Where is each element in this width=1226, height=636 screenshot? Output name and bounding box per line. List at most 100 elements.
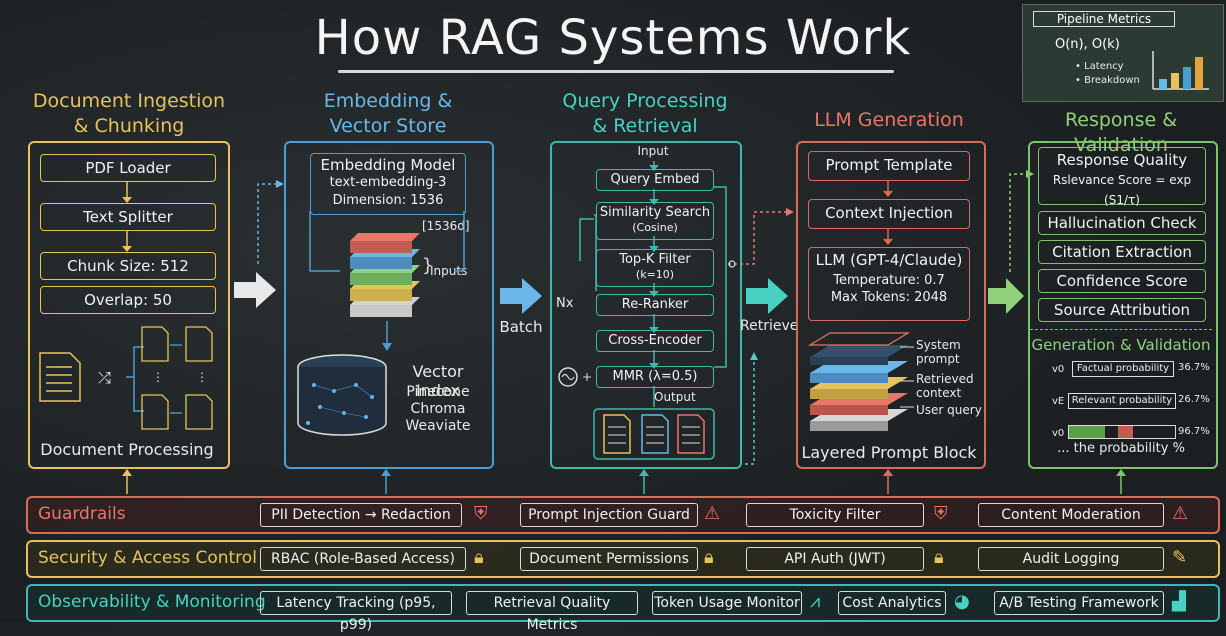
vector-layers-icon [350,233,420,317]
document-icon [39,352,81,402]
source-attribution-box: Source Attribution [1038,298,1206,322]
svg-text:}: } [422,255,433,276]
svg-text:⋮: ⋮ [152,370,164,384]
llm-title: LLM Generation [814,109,964,131]
embedding-model-box: Embedding Model text-embedding-3 Dimensi… [310,153,466,215]
warning-icon: ⚠ [704,503,721,524]
security-label: Security & Access Control [38,548,257,568]
prob-symbol-0: v0 [1052,364,1065,375]
prob-value-1: 26.7% [1178,394,1210,405]
svg-text:+: + [582,370,592,384]
observability-band: Observability & Monitoring Latency Track… [26,584,1220,633]
mmr-cycle-icon: + [558,367,592,387]
overlap-box: Overlap: 50 [40,286,216,314]
response-divider [1030,329,1212,330]
title-underline [338,70,894,73]
prob-bar-2 [1068,425,1176,439]
chunk-size-box: Chunk Size: 512 [40,252,216,280]
prob-value-0: 36.7% [1178,362,1210,373]
nx-label: Nx [556,296,574,311]
metrics-item-latency: • Latency [1075,61,1124,72]
layer-label-context: Retrieved context [916,372,974,400]
hallucination-check-box: Hallucination Check [1038,211,1206,235]
guardrails-band: Guardrails PII Detection → Redaction ⛨ P… [26,496,1220,534]
flow-arrow-retrieve [746,278,788,314]
embedding-graphics: } [297,211,465,436]
query-panel [550,141,742,469]
dotted-connector-1 [257,180,284,264]
document-permissions-chip: Document Permissions [520,547,698,571]
citation-extraction-box: Citation Extraction [1038,240,1206,264]
cost-analytics-chip: Cost Analytics [838,591,946,615]
llm-panel [796,141,986,469]
probability-list: v0 Factual probability 36.7% vE Relevant… [1034,358,1210,448]
dim-tag: [1536d] [422,219,470,233]
observability-label: Observability & Monitoring [38,592,266,612]
pdf-loader-box: PDF Loader [40,154,216,182]
lock-icon: 🔒︎ [474,547,484,568]
retrieve-dotted-connectors [728,208,794,465]
bar-chart-icon: ▟ [1172,591,1186,612]
security-band: Security & Access Control RBAC (Role-Bas… [26,540,1220,578]
output-docs-box [593,408,715,460]
batch-label: Batch [499,318,543,336]
ingestion-footer: Document Processing [40,440,214,459]
bar-chart-icon [1152,51,1209,90]
api-auth-chip: API Auth (JWT) [746,547,924,571]
retrieval-quality-chip: Retrieval Quality Metrics [466,591,638,633]
vector-index-title: Vector Index [412,362,464,400]
metrics-complexity: O(n), O(k) [1055,37,1120,52]
context-injection-box: Context Injection [808,199,970,229]
prompt-injection-chip: Prompt Injection Guard [520,503,698,527]
prob-symbol-1: vE [1052,396,1065,407]
text-splitter-box: Text Splitter [40,203,216,231]
prob-value-2: 96.7% [1178,426,1210,437]
layer-label-query: User query [916,403,982,417]
embedding-panel [284,141,494,469]
latency-tracking-chip: Latency Tracking (p95, p99) [260,591,452,633]
flow-arrow-batch [500,278,542,314]
embedding-title: Embedding &Vector Store [323,90,453,137]
output-doc-icons [603,414,705,454]
flow-arrow-4 [988,278,1024,314]
svg-text:⋮: ⋮ [196,370,208,384]
response-quality-box: Response Quality Rslevance Score = exp (… [1038,147,1206,207]
prob-label-1: Relevant probability [1068,393,1176,409]
inputs-label: Inputs [430,264,468,278]
metrics-card: Pipeline Metrics O(n), O(k) • Latency • … [1022,4,1224,102]
pie-chart-icon: ◕ [954,591,970,612]
ingestion-graphics: ⤮ ⋮ ⋮ [39,181,213,430]
shield-icon: ⛨ [934,503,948,524]
guardrails-label: Guardrails [38,504,126,524]
lock-icon: 🔒︎ [704,547,714,568]
gen-validation-title: Generation & Validation [1031,336,1211,354]
ingestion-title: Document Ingestion& Chunking [32,90,226,137]
retrieve-label: Retrieve [740,318,799,334]
pii-detection-chip: PII Detection → Redaction [260,503,462,527]
flow-arrow-1 [234,272,276,308]
query-input-label: Input [637,144,669,158]
ab-testing-chip: A/B Testing Framework [994,591,1164,615]
metrics-item-breakdown: • Breakdown [1075,75,1140,86]
line-chart-icon: ⩘ [810,591,821,612]
response-panel [1028,141,1218,469]
confidence-score-box: Confidence Score [1038,269,1206,293]
prob-label-0: Factual probability [1072,361,1174,377]
edit-log-icon: ✎ [1172,547,1188,568]
shield-icon: ⛨ [474,503,488,524]
ingestion-panel [28,141,230,469]
prob-symbol-2: v0 [1052,428,1065,439]
layer-label-system: System prompt [916,338,961,366]
content-moderation-chip: Content Moderation [978,503,1164,527]
llm-footer: Layered Prompt Block [801,443,977,462]
query-output-label: Output [654,390,696,404]
shuffle-icon: ⤮ [98,368,111,387]
llm-model-box: LLM (GPT-4/Claude) Temperature: 0.7 Max … [808,247,970,321]
page-title: How RAG Systems Work [314,10,912,66]
chunk-icons [141,326,213,430]
query-title: Query Processing& Retrieval [562,90,728,137]
lock-icon: 🔒︎ [934,547,944,568]
rbac-chip: RBAC (Role-Based Access) [260,547,466,571]
database-icon [297,354,387,436]
layered-prompt-icon [807,332,911,431]
